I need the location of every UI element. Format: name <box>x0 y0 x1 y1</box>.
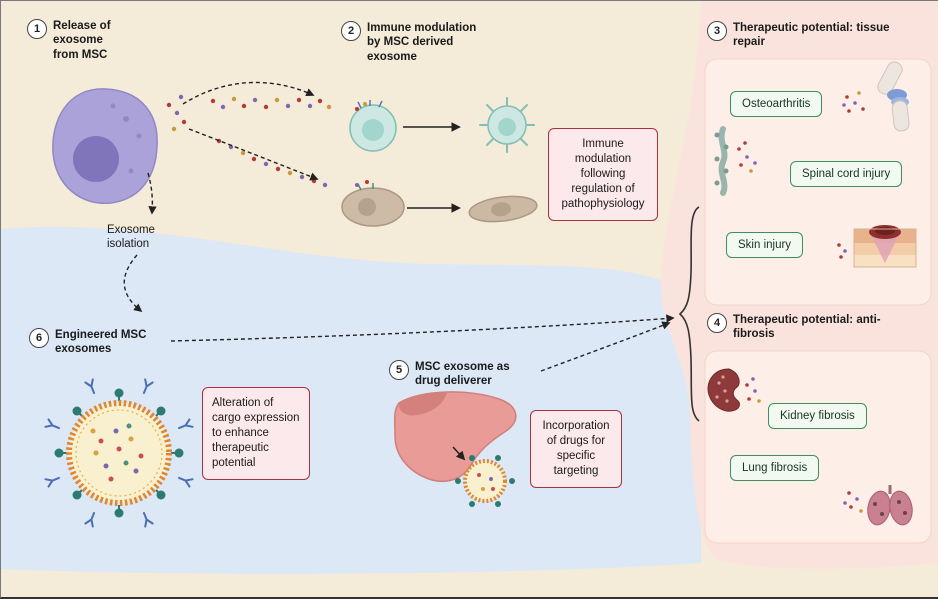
condition-kidney-fibrosis: Kidney fibrosis <box>768 403 867 429</box>
incorporation-callout: Incorporation of drugs for specific targ… <box>530 410 622 488</box>
condition-spinal-cord-injury: Spinal cord injury <box>790 161 903 187</box>
step-6-label: Engineered MSC exosomes <box>55 329 147 356</box>
step-2-label: Immune modulation by MSC derived exosome <box>367 22 477 63</box>
blue-region <box>1 226 701 574</box>
condition-osteoarthritis: Osteoarthritis <box>730 91 823 117</box>
condition-skin-injury: Skin injury <box>726 232 804 258</box>
exosome-isolation-label: Exosome isolation <box>107 224 155 251</box>
step-4: 4 Therapeutic potential: anti-fibrosis <box>707 313 919 342</box>
step-2-badge: 2 <box>341 21 361 41</box>
step-5-label: MSC exosome as drug deliverer <box>415 361 510 388</box>
step-3-badge: 3 <box>707 21 727 41</box>
step-5: 5 MSC exosome as drug deliverer <box>389 360 531 389</box>
step-1-label: Release of exosome from MSC <box>53 20 111 61</box>
step-6-badge: 6 <box>29 328 49 348</box>
step-3: 3 Therapeutic potential: tissue repair <box>707 21 919 50</box>
step-5-badge: 5 <box>389 360 409 380</box>
step-4-label: Therapeutic potential: anti-fibrosis <box>733 314 881 341</box>
condition-lung-fibrosis: Lung fibrosis <box>730 455 820 481</box>
step-1: 1 Release of exosome from MSC <box>27 19 127 62</box>
step-1-badge: 1 <box>27 19 47 39</box>
alteration-callout: Alteration of cargo expression to enhanc… <box>202 387 310 480</box>
step-4-badge: 4 <box>707 313 727 333</box>
anti-fibrosis-panel <box>704 350 932 544</box>
step-6: 6 Engineered MSC exosomes <box>29 328 159 357</box>
step-3-label: Therapeutic potential: tissue repair <box>733 22 890 49</box>
immune-modulation-callout: Immune modulation following regulation o… <box>548 128 658 221</box>
step-2: 2 Immune modulation by MSC derived exoso… <box>341 21 491 64</box>
